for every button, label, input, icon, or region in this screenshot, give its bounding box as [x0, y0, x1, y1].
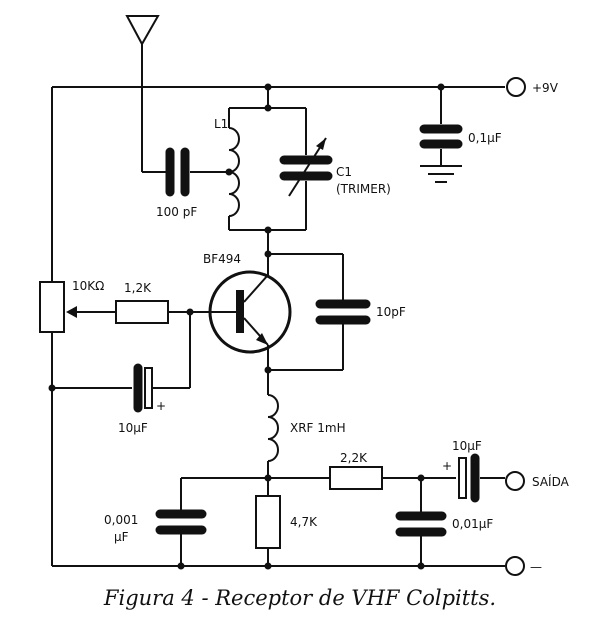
rf-choke-xrf [267, 370, 279, 478]
emitter-bypass-capacitor [155, 478, 207, 566]
supply-rail-wire [51, 86, 505, 282]
antenna-coupling-capacitor-label: 100 pF [156, 205, 197, 219]
feedback-capacitor [268, 253, 371, 371]
base-resistor-label: 1,2K [124, 281, 152, 295]
transistor-label: BF494 [203, 252, 241, 266]
output-electrolytic-capacitor [458, 453, 505, 503]
ground-label: — [530, 560, 542, 574]
supply-terminal [506, 77, 526, 97]
potentiometer-10k [39, 281, 116, 566]
tank-trimmer-capacitor-c1 [279, 108, 333, 230]
emitter-bypass-capacitor-label-2: µF [114, 530, 129, 544]
supply-bypass-capacitor [419, 87, 463, 183]
junction-dot [264, 83, 272, 91]
feedback-capacitor-label: 10pF [376, 305, 406, 319]
junction-dot [48, 384, 56, 392]
supply-label: +9V [532, 81, 559, 95]
antenna-symbol [125, 15, 166, 173]
tank-capacitor-label-1: C1 [336, 165, 352, 179]
output-electrolytic-label: 10µF [452, 439, 482, 453]
antenna-coupling-capacitor [165, 147, 229, 197]
ground-terminal [505, 556, 525, 576]
junction-dot [437, 83, 445, 91]
output-shunt-capacitor-label: 0,01µF [452, 517, 493, 531]
potentiometer-label: 10KΩ [72, 279, 104, 293]
base-electrolytic-label: 10µF [118, 421, 148, 435]
emitter-bypass-capacitor-label-1: 0,001 [104, 513, 138, 527]
output-label: SAÍDA [532, 474, 570, 489]
rf-choke-label: XRF 1mH [290, 421, 346, 435]
tank-capacitor-label-2: (TRIMER) [336, 182, 391, 196]
output-resistor [329, 466, 456, 490]
output-resistor-label: 2,2K [340, 451, 368, 465]
emitter-resistor [255, 478, 281, 566]
figure-caption: Figura 4 - Receptor de VHF Colpitts. [103, 586, 496, 610]
output-terminal [505, 471, 525, 491]
base-electrolytic-plus: + [156, 399, 166, 413]
transistor-bf494 [190, 254, 292, 370]
output-electrolytic-plus: + [442, 459, 452, 473]
tank-inductor-label: L1 [214, 117, 228, 131]
output-shunt-capacitor [395, 478, 447, 566]
base-resistor [115, 300, 190, 324]
supply-bypass-capacitor-label: 0,1µF [468, 131, 502, 145]
base-electrolytic-capacitor [52, 312, 191, 413]
emitter-resistor-label: 4,7K [290, 515, 318, 529]
